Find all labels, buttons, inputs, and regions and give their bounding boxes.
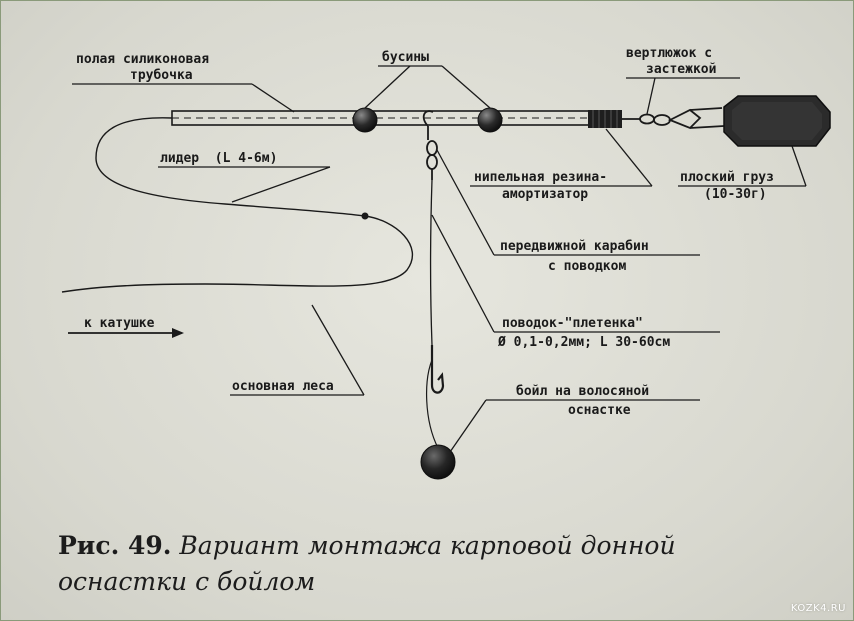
leader-knot xyxy=(361,212,369,220)
label-reel: к катушке xyxy=(84,316,155,331)
label-rubber-line2: амортизатор xyxy=(502,187,588,202)
label-swivel-line1: вертлюжок с xyxy=(626,46,712,61)
pointer-lines xyxy=(72,65,807,453)
label-braid-line1: поводок-"плетенка" xyxy=(502,316,643,331)
rubber-shock-absorber xyxy=(588,110,622,128)
label-tube-line1: полая силиконовая xyxy=(76,52,209,67)
bead-left xyxy=(352,107,378,133)
label-weight-line2: (10-30г) xyxy=(704,187,767,202)
label-braid-line2: Ø 0,1-0,2мм; L 30-60см xyxy=(497,335,670,350)
movable-carabiner xyxy=(422,110,438,180)
watermark: KOZK4.RU xyxy=(790,603,846,614)
label-carabiner-line1: передвижной карабин xyxy=(500,239,649,254)
label-beads: бусины xyxy=(382,50,429,65)
figure-caption: Рис. 49. Вариант монтажа карповой донной… xyxy=(58,528,676,600)
silicone-tube xyxy=(171,110,593,126)
boilie xyxy=(420,444,456,480)
label-swivel-line2: застежкой xyxy=(646,62,716,77)
bead-right xyxy=(477,107,503,133)
caption-text-line1: Вариант монтажа карповой донной xyxy=(179,531,676,560)
hook xyxy=(430,345,445,394)
label-boilie-line1: бойл на волосяной xyxy=(516,384,649,399)
hair-rig xyxy=(426,359,439,449)
leader-line xyxy=(61,117,414,293)
braided-hooklink xyxy=(429,179,433,346)
caption-line1: Рис. 49. Вариант монтажа карповой донной xyxy=(58,528,676,564)
label-mainline: основная леса xyxy=(232,379,334,394)
caption-number: Рис. 49. xyxy=(58,531,172,560)
label-rubber-line1: нипельная резина- xyxy=(474,170,607,185)
caption-text-line2: оснастки с бойлом xyxy=(58,567,316,596)
label-tube-line2: трубочка xyxy=(130,68,193,83)
swivel-snap xyxy=(622,107,725,130)
label-boilie-line2: оснастке xyxy=(568,403,631,418)
label-leader: лидер (L 4-6м) xyxy=(160,151,277,166)
label-carabiner-line2: с поводком xyxy=(548,259,626,274)
label-weight-line1: плоский груз xyxy=(680,170,774,185)
